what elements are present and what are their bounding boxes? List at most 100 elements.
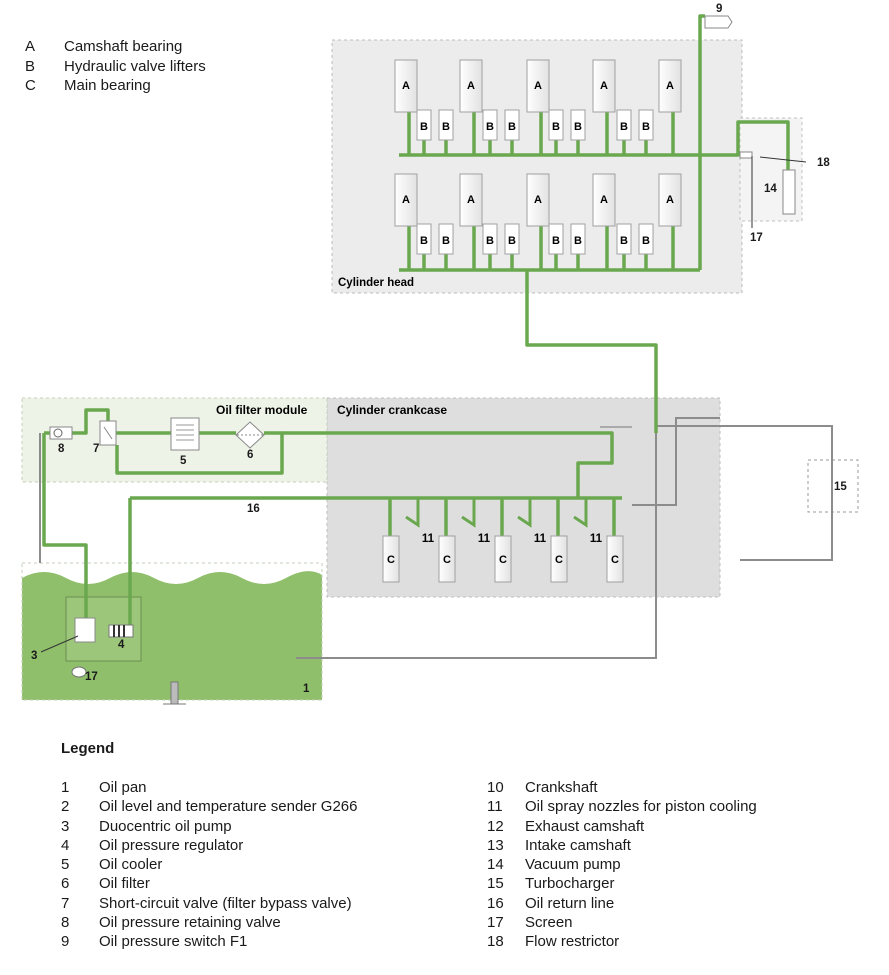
label-16: 16 xyxy=(247,503,260,515)
legend-number: 7 xyxy=(61,894,70,912)
oil-level-sender xyxy=(170,681,179,705)
legend-number: 10 xyxy=(487,779,504,796)
hydraulic-valve-lifter xyxy=(504,223,520,255)
label-14: 14 xyxy=(764,183,777,195)
valve-lifter-label: B xyxy=(574,235,582,247)
legend-label: Oil cooler xyxy=(99,856,163,874)
valve-lifter-label: B xyxy=(508,235,516,247)
legend-number: 14 xyxy=(487,856,504,874)
legend-label: Turbocharger xyxy=(525,875,615,893)
camshaft-bearing xyxy=(592,173,616,227)
oil-line-segment xyxy=(525,270,658,433)
abbreviation-key: A xyxy=(25,38,36,55)
valve-lifter-label: B xyxy=(552,235,560,247)
duocentric-oil-pump xyxy=(74,617,96,643)
legend-number: 11 xyxy=(487,798,503,816)
camshaft-bearing-label: A xyxy=(534,80,542,92)
label-3: 3 xyxy=(31,650,37,662)
camshaft-bearing xyxy=(394,173,418,227)
legend-label: Short-circuit valve (filter bypass valve… xyxy=(99,894,352,912)
legend-label: Oil pan xyxy=(99,779,147,796)
valve-lifter-label: B xyxy=(642,235,650,247)
main-bearing xyxy=(494,535,512,583)
hydraulic-valve-lifter xyxy=(504,109,520,141)
label-5: 5 xyxy=(180,455,187,467)
callout-lines xyxy=(40,156,807,653)
camshaft-bearing-label: A xyxy=(600,194,608,206)
legend-number: 16 xyxy=(487,894,504,912)
camshaft-bearing xyxy=(526,173,550,227)
label-17-head: 17 xyxy=(750,232,763,244)
label-11: 11 xyxy=(590,533,603,545)
piston-cooling-nozzle xyxy=(461,498,476,528)
cylinder-head-label: Cylinder head xyxy=(338,277,414,289)
legend-number: 17 xyxy=(487,914,504,932)
short-circuit-valve xyxy=(99,420,117,446)
label-6: 6 xyxy=(247,449,253,461)
camshaft-bearing-label: A xyxy=(666,80,674,92)
valve-lifter-label: B xyxy=(552,121,560,133)
legend-label: Intake camshaft xyxy=(525,836,631,854)
return-lines xyxy=(39,417,833,659)
hydraulic-valve-lifter xyxy=(482,109,498,141)
main-bearing-label: C xyxy=(555,554,563,566)
oil-line-segment xyxy=(698,14,705,270)
camshaft-bearing-label: A xyxy=(402,194,410,206)
valve-lifter-label: B xyxy=(442,121,450,133)
hydraulic-valve-lifter xyxy=(482,223,498,255)
valve-lifter-label: B xyxy=(486,121,494,133)
camshaft-bearing-label: A xyxy=(534,194,542,206)
legend-title: Legend xyxy=(61,740,115,757)
camshaft-bearing xyxy=(526,59,550,113)
oil-pan-outline xyxy=(21,562,323,701)
hydraulic-valve-lifter xyxy=(548,109,564,141)
label-11: 11 xyxy=(478,533,491,545)
camshaft-bearing-label: A xyxy=(467,194,475,206)
legend-number: 13 xyxy=(487,836,504,854)
valve-lifter-label: B xyxy=(442,235,450,247)
piston-cooling-nozzle xyxy=(405,498,420,528)
screen xyxy=(71,666,87,678)
label-1: 1 xyxy=(303,683,310,695)
label-18: 18 xyxy=(817,157,830,169)
label-15: 15 xyxy=(834,481,847,493)
label-7: 7 xyxy=(93,443,99,455)
camshaft-bearing-label: A xyxy=(467,80,475,92)
legend-number: 9 xyxy=(61,933,70,951)
camshaft-bearing xyxy=(394,59,418,113)
oil-cooler xyxy=(170,417,200,451)
legend-number: 15 xyxy=(487,875,504,893)
main-bearing xyxy=(438,535,456,583)
legend-label: Screen xyxy=(525,914,573,932)
legend-label: Oil return line xyxy=(525,894,615,912)
legend-label: Flow restrictor xyxy=(525,933,620,951)
legend-number: 8 xyxy=(61,914,70,932)
abbreviation-label: Camshaft bearing xyxy=(64,38,183,55)
oil-line-segment xyxy=(42,433,88,618)
oil-pressure-retaining-valve xyxy=(49,426,73,440)
main-bearing xyxy=(606,535,624,583)
main-bearing-label: C xyxy=(443,554,451,566)
label-8: 8 xyxy=(58,443,65,455)
legend-number: 4 xyxy=(61,836,70,854)
valve-lifter-label: B xyxy=(420,235,428,247)
legend-label: Oil pressure switch F1 xyxy=(99,933,248,951)
legend-label: Oil pressure retaining valve xyxy=(99,914,281,932)
abbreviation-key: B xyxy=(25,57,36,75)
legend-number: 6 xyxy=(61,875,70,893)
camshaft-bearing-label: A xyxy=(600,80,608,92)
legend-label: Oil level and temperature sender G266 xyxy=(99,798,358,816)
legend-number: 18 xyxy=(487,933,504,951)
legend-label: Exhaust camshaft xyxy=(525,817,645,835)
valve-lifter-label: B xyxy=(486,235,494,247)
camshaft-bearing xyxy=(459,59,483,113)
oil-line-segment xyxy=(732,120,790,170)
hydraulic-valve-lifter xyxy=(416,223,432,255)
piston-cooling-nozzle xyxy=(517,498,532,528)
oil-line-segment xyxy=(72,408,110,435)
legend-number: 12 xyxy=(487,817,504,835)
camshaft-bearing xyxy=(459,173,483,227)
valve-lifter-label: B xyxy=(420,121,428,133)
legend-label: Oil spray nozzles for piston cooling xyxy=(525,798,757,816)
legend-label: Crankshaft xyxy=(525,779,598,796)
